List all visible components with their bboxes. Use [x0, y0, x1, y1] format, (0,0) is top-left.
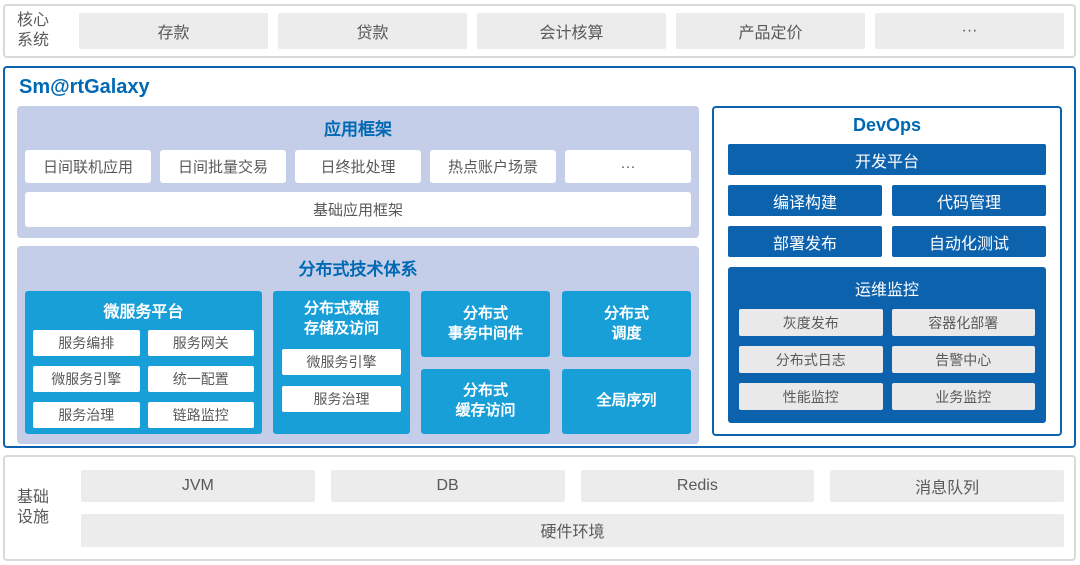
app-item-hot-account: 热点账户场景 [430, 150, 556, 183]
microservice-platform: 微服务平台 服务编排 服务网关 微服务引擎 统一配置 服务治理 链路监控 [25, 291, 262, 434]
ops-monitoring-panel: 运维监控 灰度发布 容器化部署 分布式日志 告警中心 性能监控 业务监控 [728, 267, 1046, 423]
app-item-daytime-batch: 日间批量交易 [160, 150, 286, 183]
core-system-band: 核心 系统 存款 贷款 会计核算 产品定价 ··· [3, 4, 1076, 58]
smartgalaxy-title: Sm@rtGalaxy [19, 76, 150, 98]
core-system-item-pricing: 产品定价 [676, 13, 865, 49]
infra-item-jvm: JVM [81, 469, 315, 502]
infrastructure-row: JVM DB Redis 消息队列 [81, 469, 1064, 502]
core-system-item-deposit: 存款 [79, 13, 268, 49]
infrastructure-band: 基础 设施 JVM DB Redis 消息队列 硬件环境 [3, 455, 1076, 561]
micro-item-engine: 微服务引擎 [33, 366, 140, 392]
monitor-alert-center: 告警中心 [891, 346, 1035, 373]
monitor-gray-release: 灰度发布 [739, 309, 883, 336]
app-item-daytime-online: 日间联机应用 [25, 150, 151, 183]
ops-monitoring-grid: 灰度发布 容器化部署 分布式日志 告警中心 性能监控 业务监控 [739, 309, 1035, 410]
smartgalaxy-container: Sm@rtGalaxy 应用框架 日间联机应用 日间批量交易 日终批处理 热点账… [3, 66, 1076, 448]
microservice-platform-title: 微服务平台 [103, 304, 184, 321]
storage-item-engine: 微服务引擎 [282, 349, 401, 375]
infra-item-db: DB [330, 469, 565, 502]
tool-build: 编译构建 [728, 185, 882, 216]
cell-scheduler: 分布式 调度 [562, 291, 691, 357]
core-system-item-accounting: 会计核算 [477, 13, 666, 49]
micro-item-governance: 服务治理 [33, 402, 140, 428]
distributed-cells: 分布式 事务中间件 分布式 调度 分布式 缓存访问 全局序列 [421, 291, 691, 434]
core-system-item-more: ··· [875, 13, 1064, 49]
tool-deploy: 部署发布 [728, 226, 882, 257]
tool-code-mgmt: 代码管理 [892, 185, 1046, 216]
cell-cache-access: 分布式 缓存访问 [421, 368, 550, 434]
dev-platform: 开发平台 [728, 144, 1046, 175]
distributed-columns: 微服务平台 服务编排 服务网关 微服务引擎 统一配置 服务治理 链路监控 [25, 291, 691, 434]
app-framework-title: 应用框架 [324, 120, 392, 139]
monitor-business: 业务监控 [891, 383, 1035, 410]
core-system-item-loan: 贷款 [278, 13, 467, 49]
devops-panel: DevOps 开发平台 编译构建 代码管理 部署发布 自动化测试 运维监控 灰度… [712, 106, 1062, 436]
core-system-row: 存款 贷款 会计核算 产品定价 ··· [79, 13, 1064, 49]
base-app-framework: 基础应用框架 [25, 192, 691, 227]
devops-title: DevOps [852, 115, 922, 135]
distributed-storage-panel: 分布式数据 存储及访问 微服务引擎 服务治理 [273, 291, 410, 434]
tool-auto-test: 自动化测试 [892, 226, 1046, 257]
galaxy-left-column: 应用框架 日间联机应用 日间批量交易 日终批处理 热点账户场景 ··· 基础应用… [17, 106, 699, 444]
microservice-grid: 服务编排 服务网关 微服务引擎 统一配置 服务治理 链路监控 [33, 330, 254, 428]
storage-item-governance: 服务治理 [282, 386, 401, 412]
infrastructure-content: JVM DB Redis 消息队列 硬件环境 [81, 469, 1064, 547]
ops-monitoring-title: 运维监控 [854, 282, 919, 299]
micro-item-gateway: 服务网关 [147, 330, 254, 356]
app-framework-row: 日间联机应用 日间批量交易 日终批处理 热点账户场景 ··· [25, 150, 691, 183]
infra-item-redis: Redis [580, 469, 815, 502]
distributed-panel: 分布式技术体系 微服务平台 服务编排 服务网关 微服务引擎 统一配置 服务治理 … [17, 246, 699, 444]
app-framework-panel: 应用框架 日间联机应用 日间批量交易 日终批处理 热点账户场景 ··· 基础应用… [17, 106, 699, 238]
micro-item-orchestration: 服务编排 [33, 330, 140, 356]
monitor-container-deploy: 容器化部署 [891, 309, 1035, 336]
infra-item-mq: 消息队列 [830, 469, 1064, 502]
devops-tools-grid: 编译构建 代码管理 部署发布 自动化测试 [728, 185, 1046, 257]
app-item-more: ··· [565, 150, 691, 183]
app-item-eod-batch: 日终批处理 [295, 150, 421, 183]
infrastructure-label: 基础 设施 [17, 489, 50, 526]
hardware-environment: 硬件环境 [81, 513, 1064, 547]
core-system-label: 核心 系统 [17, 12, 50, 49]
distributed-title: 分布式技术体系 [298, 260, 418, 279]
monitor-performance: 性能监控 [739, 383, 883, 410]
micro-item-tracing: 链路监控 [147, 402, 254, 428]
distributed-storage-title: 分布式数据 存储及访问 [303, 300, 379, 337]
cell-global-sequence: 全局序列 [562, 368, 691, 434]
monitor-distributed-log: 分布式日志 [739, 346, 883, 373]
micro-item-config: 统一配置 [147, 366, 254, 392]
cell-transaction-middleware: 分布式 事务中间件 [421, 291, 550, 357]
smartgalaxy-body: 应用框架 日间联机应用 日间批量交易 日终批处理 热点账户场景 ··· 基础应用… [17, 106, 1062, 444]
